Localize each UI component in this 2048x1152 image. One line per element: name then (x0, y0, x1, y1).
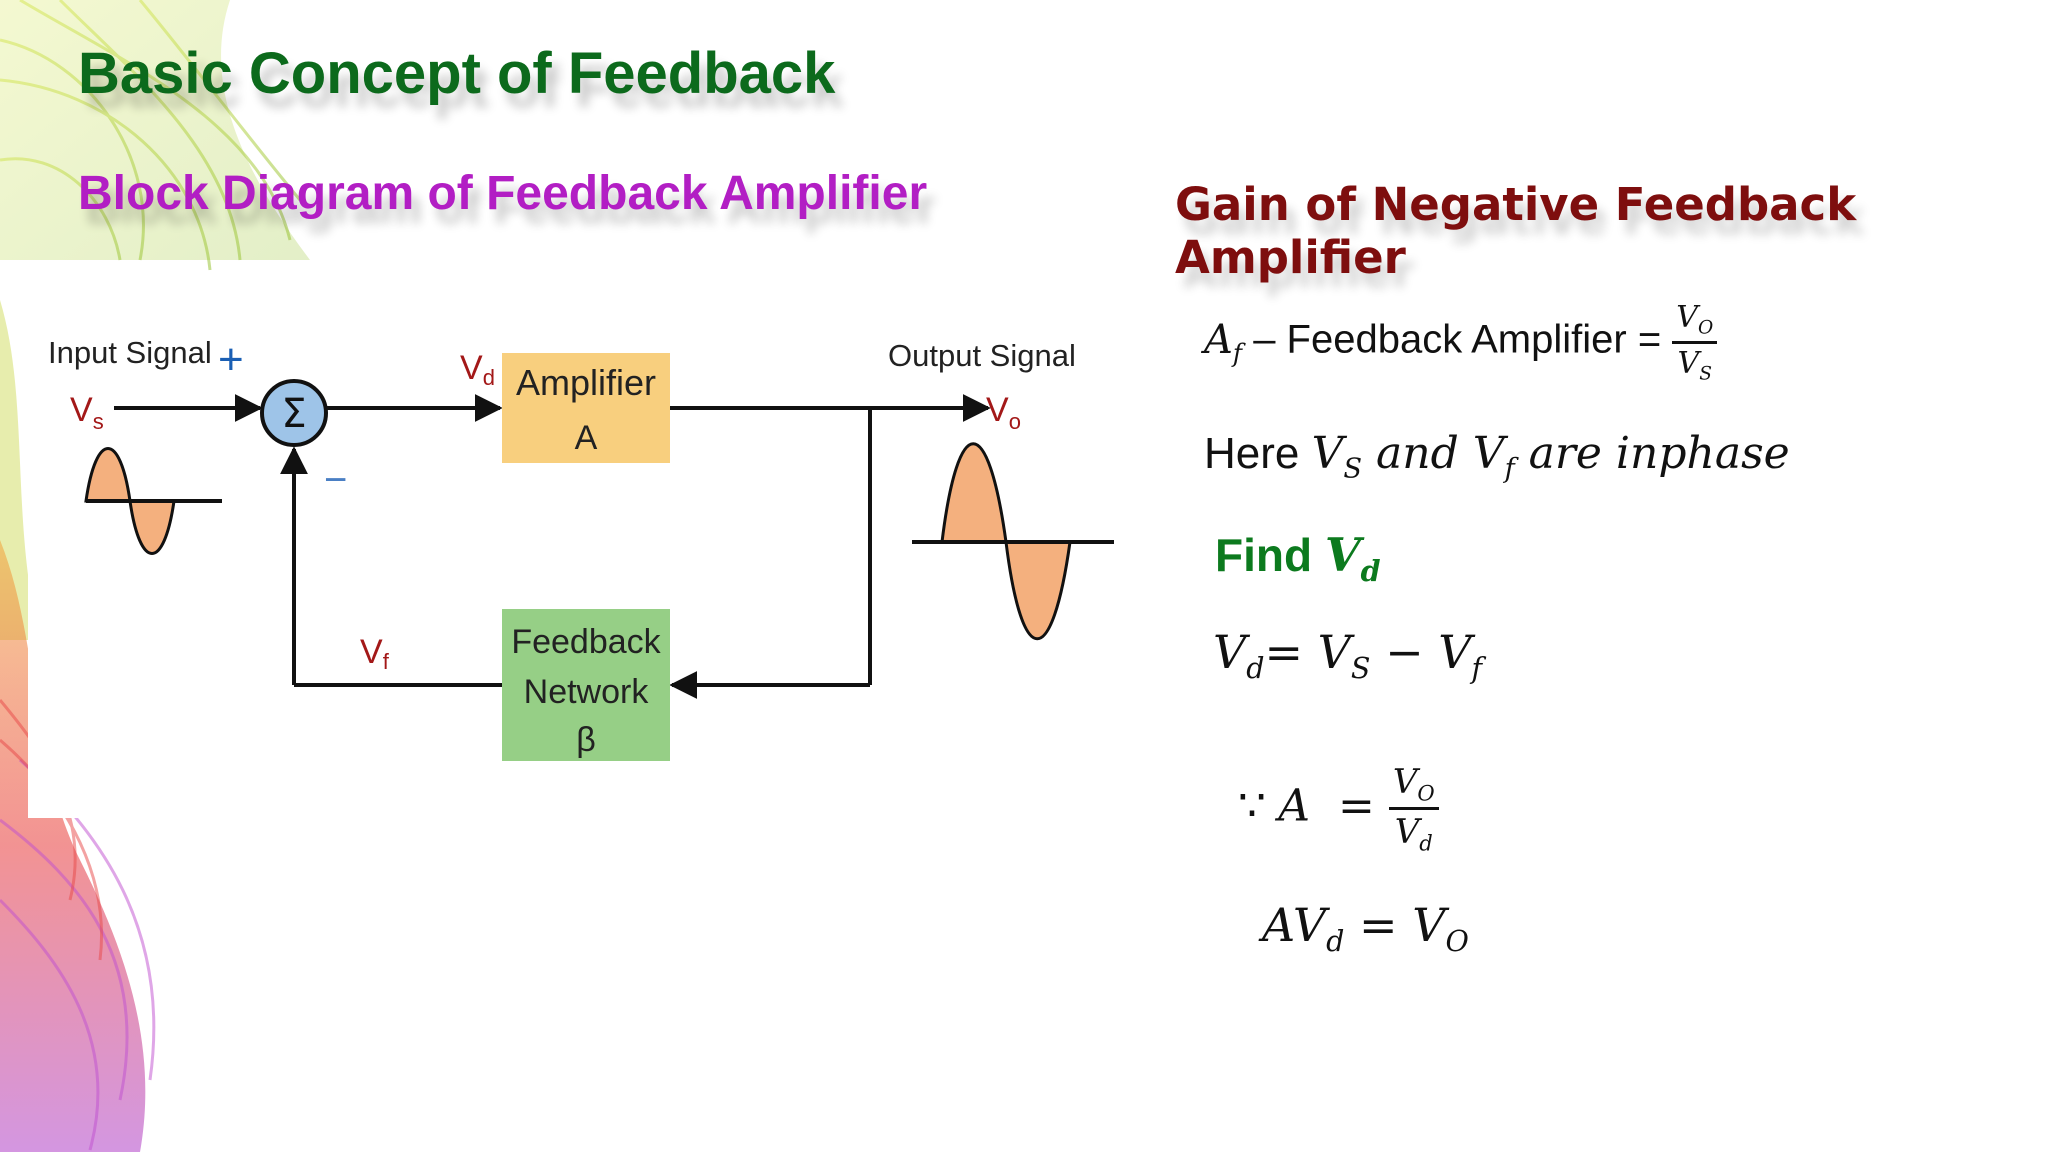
input-vs-label: Vs (70, 391, 104, 434)
feedback-block-diagram: Input Signal Vs + − Σ Vd Amplifier A Out… (48, 335, 1114, 761)
feedback-network-block (502, 609, 670, 761)
input-signal-label: Input Signal (48, 335, 212, 370)
page-title: Basic Concept of Feedback (78, 41, 836, 106)
vd-equation: Vd= VS − Vf (1213, 625, 1483, 685)
beta-label: β (576, 721, 596, 759)
amplifier-block (502, 353, 670, 463)
feedback-label: Feedback (511, 623, 661, 661)
plus-sign: + (218, 335, 244, 384)
network-label: Network (524, 673, 650, 711)
vd-label: Vd (460, 349, 495, 390)
amplifier-gain-label: A (575, 419, 598, 457)
block-diagram-heading: Block Diagram of Feedback Amplifier (78, 167, 928, 220)
minus-sign: − (324, 458, 347, 502)
block-diagram-panel: Input Signal Vs + − Σ Vd Amplifier A Out… (28, 271, 1138, 818)
vf-label: Vf (360, 633, 390, 674)
find-vd-heading: Find Vd (1215, 528, 1381, 588)
gain-heading: Gain of Negative Feedback Amplifier (1175, 178, 1857, 284)
af-symbol: Af (1204, 316, 1243, 368)
output-sine-wave (912, 442, 1114, 641)
output-vo-label: Vo (986, 391, 1021, 434)
input-sine-wave (84, 447, 222, 555)
af-text: – Feedback Amplifier = (1242, 317, 1673, 362)
avd-equation: AVd = VO (1262, 898, 1469, 958)
sigma-symbol: Σ (281, 391, 306, 437)
summing-junction (260, 379, 328, 447)
amplifier-label: Amplifier (516, 362, 656, 403)
output-signal-label: Output Signal (888, 338, 1076, 373)
inphase-statement: Here VS and Vf are inphase (1204, 428, 1790, 485)
